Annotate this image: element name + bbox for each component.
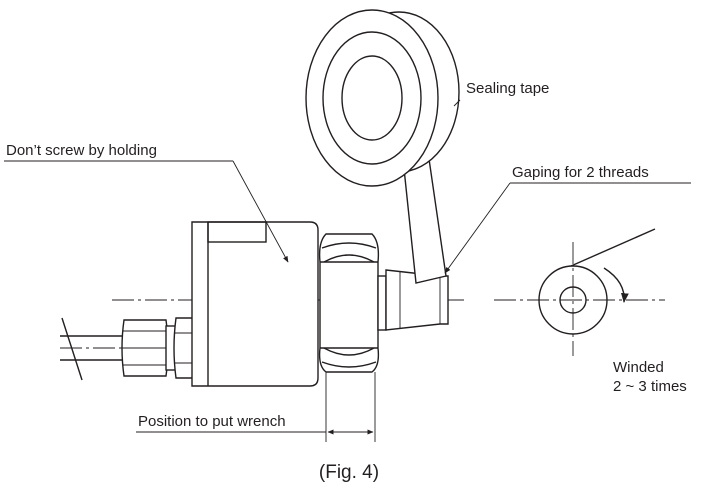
cable (60, 317, 124, 381)
sealing-tape-label: Sealing tape (466, 80, 549, 97)
sensor-body (191, 221, 319, 387)
cable-gland (121, 317, 195, 379)
wrench-label: Position to put wrench (138, 413, 286, 430)
tape-winding-view (538, 228, 656, 335)
gaping-label: Gaping for 2 threads (512, 164, 649, 181)
winding-direction-arrow (603, 267, 629, 303)
tape-strip (402, 151, 447, 284)
winded-label-line2: 2 ~ 3 times (613, 378, 687, 395)
wrench-dimension (136, 372, 376, 442)
leader-sealing-tape (453, 99, 461, 107)
sealing-tape-roll (305, 9, 460, 187)
winded-label-line1: Winded (613, 359, 664, 376)
thread-section (377, 269, 449, 331)
figure-caption: (Fig. 4) (319, 462, 379, 483)
dont-screw-label: Don’t screw by holding (6, 142, 157, 159)
hex-nut (318, 233, 380, 373)
